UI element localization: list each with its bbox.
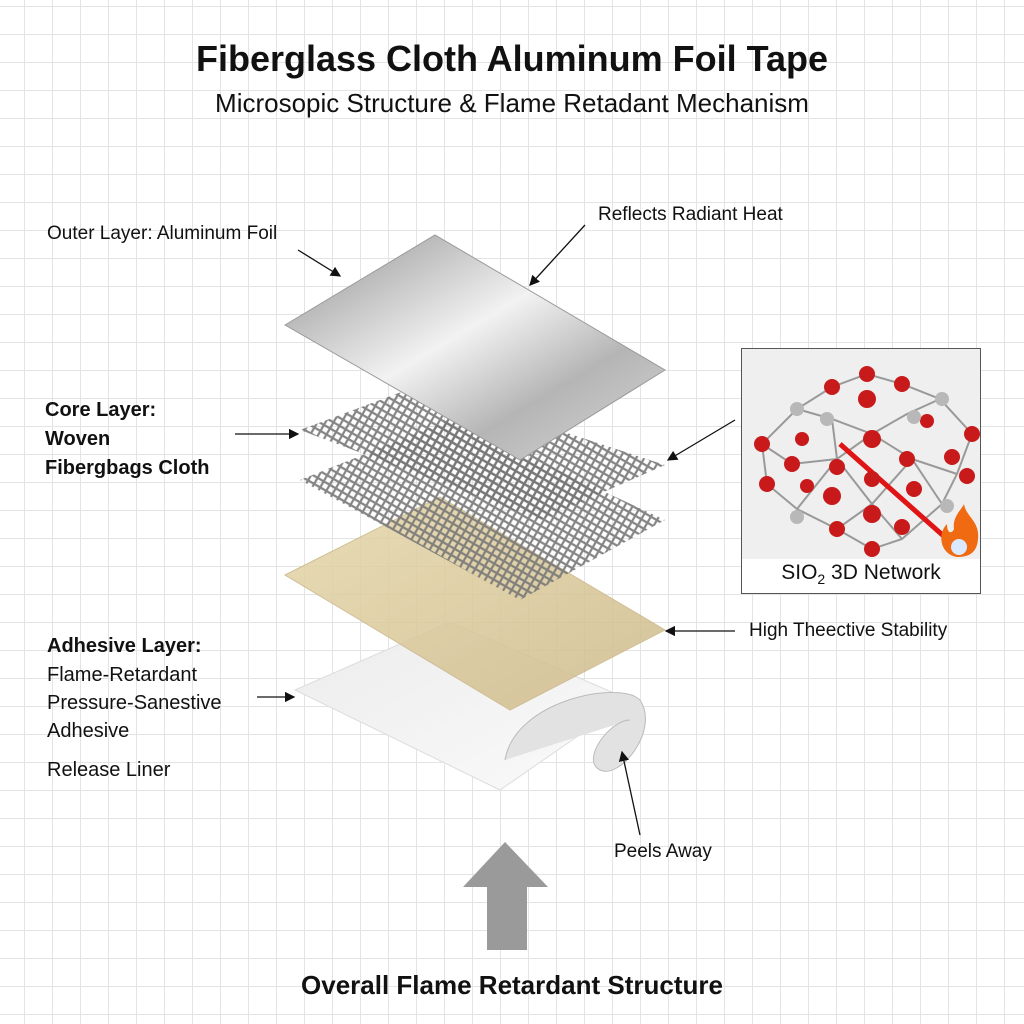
- silicon-atoms: [790, 392, 954, 524]
- sio2-network-inset: SIO2 3D Network: [741, 348, 981, 594]
- fiberglass-mesh-lower: [300, 420, 665, 600]
- caption-subscript: 2: [817, 571, 826, 587]
- pointer-arrows: [235, 224, 736, 836]
- inset-caption: SIO2 3D Network: [742, 561, 980, 587]
- outer-layer-label: Outer Layer: Aluminum Foil: [47, 223, 278, 244]
- core-layer-label: Core Layer: Woven Fibergbags Cloth: [45, 396, 209, 483]
- molecule-illustration: [742, 349, 980, 559]
- stability-label: High Theective Stability: [749, 620, 948, 641]
- core-layer-line3: Fibergbags Cloth: [45, 457, 210, 479]
- peels-away-label: Peels Away: [614, 841, 712, 862]
- page-subtitle: Microsopic Structure & Flame Retadant Me…: [215, 88, 809, 118]
- adhesive-layer-label: Adhesive Layer: Flame-Retardant Pressure…: [47, 632, 222, 745]
- fire-icon: [941, 504, 979, 557]
- oxygen-atoms: [754, 366, 980, 557]
- reflects-heat-label: Reflects Radiant Heat: [598, 204, 783, 225]
- fiberglass-mesh-upper: [300, 385, 665, 520]
- page-title: Fiberglass Cloth Aluminum Foil Tape: [195, 38, 829, 79]
- adhesive-line3: Adhesive: [47, 720, 130, 742]
- heat-path-line: [838, 442, 949, 541]
- adhesive-layer-title: Adhesive Layer:: [47, 635, 202, 657]
- aluminum-foil-sheet: [284, 234, 666, 461]
- core-layer-title: Core Layer:: [45, 399, 157, 421]
- adhesive-line1: Flame-Retardant: [47, 664, 198, 686]
- core-layer-line2: Woven: [45, 428, 111, 450]
- up-arrow-icon: [463, 842, 548, 950]
- adhesive-line2: Pressure-Sanestive: [47, 692, 222, 714]
- caption-formula: SIO: [781, 560, 818, 584]
- release-liner-label: Release Liner: [47, 759, 171, 781]
- footer-caption: Overall Flame Retardant Structure: [301, 970, 723, 1000]
- liner-curl: [504, 692, 646, 772]
- caption-rest: 3D Network: [825, 560, 941, 584]
